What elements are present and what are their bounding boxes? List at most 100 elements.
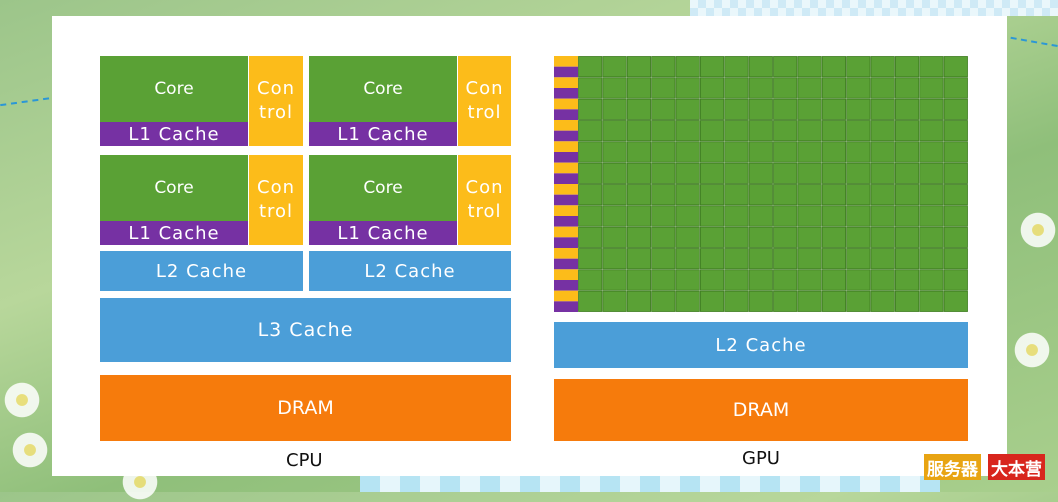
- gpu-l1-sliver: [554, 173, 578, 184]
- gpu-core-cell: [675, 248, 700, 270]
- gpu-core-cell: [773, 226, 798, 248]
- gpu-core-cell: [675, 290, 700, 312]
- gpu-core-cell: [699, 120, 725, 142]
- gpu-core-cell: [894, 77, 920, 99]
- gpu-core-cell: [821, 162, 847, 184]
- gpu-core-cell: [675, 141, 700, 163]
- gpu-core-cell: [748, 120, 773, 142]
- gpu-control-sliver: [554, 269, 578, 280]
- cpu-control-label: Con trol: [465, 177, 504, 222]
- gpu-core-cell: [773, 77, 798, 99]
- brand-logo-part2: 大本营: [988, 454, 1045, 480]
- gpu-core-cell: [578, 205, 603, 227]
- cpu-l1-label: L1 Cache: [337, 222, 429, 244]
- gpu-core-cell: [748, 77, 773, 99]
- gpu-control-sliver: [554, 205, 578, 216]
- gpu-core-cell: [626, 184, 652, 206]
- cpu-core: Core: [100, 155, 248, 221]
- gpu-dram: DRAM: [554, 379, 968, 441]
- gpu-core-cell: [846, 56, 871, 78]
- cpu-l1-label: L1 Cache: [128, 222, 220, 244]
- gpu-core-cell: [797, 205, 822, 227]
- gpu-core-cell: [870, 248, 895, 270]
- gpu-core-cell: [870, 184, 895, 206]
- gpu-core-cell: [797, 141, 822, 163]
- gpu-core-cell: [821, 141, 847, 163]
- gpu-core-cell: [602, 184, 627, 206]
- gpu-core-cell: [773, 56, 798, 78]
- gpu-core-cell: [578, 226, 603, 248]
- gpu-l1-sliver: [554, 130, 578, 142]
- gpu-core-cell: [699, 162, 725, 184]
- gpu-core-cell: [894, 226, 920, 248]
- gpu-core-cell: [578, 77, 603, 99]
- gpu-core-cell: [651, 205, 676, 227]
- gpu-core-cell: [821, 226, 847, 248]
- cpu-dram: DRAM: [100, 375, 511, 441]
- gpu-core-cell: [626, 56, 652, 78]
- gpu-control-sliver: [554, 248, 578, 259]
- gpu-core-cell: [773, 269, 798, 291]
- gpu-core-cell: [578, 56, 603, 78]
- cpu-control: Con trol: [458, 155, 511, 245]
- gpu-core-cell: [626, 290, 652, 312]
- gpu-label: GPU: [742, 448, 780, 469]
- gpu-core-cell: [626, 141, 652, 163]
- cpu-control-label: Con trol: [257, 78, 295, 123]
- gpu-core-cell: [943, 120, 968, 142]
- gpu-control-sliver: [554, 184, 578, 195]
- gpu-core-cell: [626, 98, 652, 120]
- gpu-core-cell: [894, 205, 920, 227]
- background-checker-top: [690, 0, 1058, 16]
- gpu-core-cell: [821, 248, 847, 270]
- gpu-l1-sliver: [554, 237, 578, 248]
- gpu-core-cell: [578, 120, 603, 142]
- gpu-core-cell: [797, 248, 822, 270]
- gpu-core-cell: [919, 56, 944, 78]
- cpu-control-label: Con trol: [465, 78, 504, 123]
- gpu-core-cell: [602, 98, 627, 120]
- gpu-core-cell: [699, 226, 725, 248]
- gpu-core-cell: [602, 205, 627, 227]
- gpu-control-sliver: [554, 162, 578, 174]
- cpu-l3-cache: L3 Cache: [100, 298, 511, 362]
- gpu-core-cell: [675, 205, 700, 227]
- gpu-core-cell: [748, 162, 773, 184]
- flower-decoration: [1018, 210, 1058, 250]
- cpu-core: Core: [309, 155, 457, 221]
- gpu-core-cell: [821, 290, 847, 312]
- gpu-core-cell: [797, 98, 822, 120]
- gpu-core-cell: [651, 290, 676, 312]
- gpu-core-cell: [602, 56, 627, 78]
- gpu-control-sliver: [554, 98, 578, 110]
- gpu-l1-sliver: [554, 66, 578, 78]
- gpu-core-cell: [699, 205, 725, 227]
- gpu-core-cell: [724, 162, 749, 184]
- gpu-core-cell: [675, 98, 700, 120]
- gpu-core-cell: [578, 162, 603, 184]
- gpu-core-cell: [870, 162, 895, 184]
- gpu-control-sliver: [554, 141, 578, 152]
- gpu-l2-label: L2 Cache: [715, 334, 807, 356]
- gpu-core-cell: [797, 269, 822, 291]
- gpu-core-cell: [675, 120, 700, 142]
- gpu-core-cell: [870, 120, 895, 142]
- gpu-core-cell: [578, 184, 603, 206]
- cpu-l1-label: L1 Cache: [128, 123, 220, 145]
- gpu-core-cell: [773, 184, 798, 206]
- gpu-core-cell: [846, 141, 871, 163]
- cpu-control: Con trol: [249, 155, 303, 245]
- gpu-core-cell: [797, 226, 822, 248]
- gpu-core-cell: [943, 290, 968, 312]
- gpu-core-cell: [870, 56, 895, 78]
- gpu-core-cell: [773, 120, 798, 142]
- background-dashed-line: [0, 95, 60, 107]
- gpu-core-cell: [919, 120, 944, 142]
- cpu-control: Con trol: [458, 56, 511, 146]
- gpu-core-cell: [894, 290, 920, 312]
- cpu-l1-cache: L1 Cache: [309, 221, 457, 245]
- gpu-core-cell: [748, 269, 773, 291]
- cpu-core-label: Core: [363, 79, 403, 99]
- gpu-core-cell: [724, 120, 749, 142]
- gpu-l1-sliver: [554, 280, 578, 291]
